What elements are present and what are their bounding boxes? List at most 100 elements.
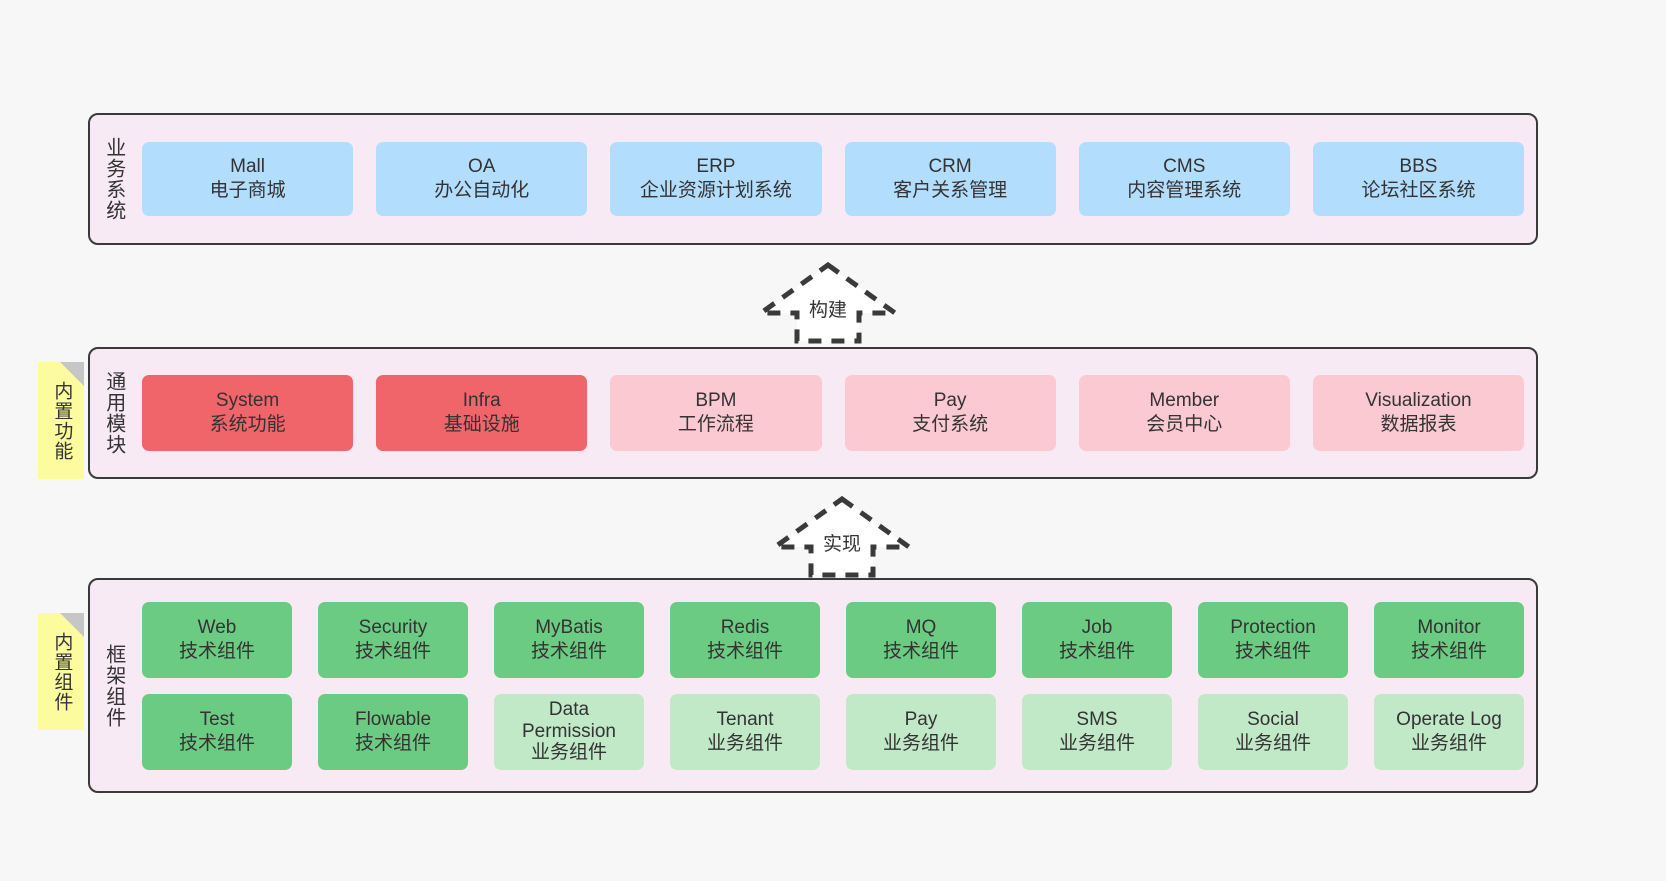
card-erp-en: ERP [696,156,736,178]
card-security[interactable]: Security 技术组件 [318,601,468,678]
card-test-en: Test [199,708,235,730]
card-pay-component[interactable]: Pay 业务组件 [846,693,996,770]
card-oa[interactable]: OA 办公自动化 [376,142,588,216]
card-job[interactable]: Job 技术组件 [1022,601,1172,678]
card-infra[interactable]: Infra 基础设施 [376,375,588,451]
card-redis[interactable]: Redis 技术组件 [670,601,820,678]
card-data-permission[interactable]: Data Permission 业务组件 [494,693,644,770]
arrow-implement: 实现 [767,495,917,578]
sticky-note-builtin-components: 内置组件 [38,613,84,730]
common-card-row: System 系统功能 Infra 基础设施 BPM 工作流程 Pay 支付系统… [142,375,1525,451]
card-visualization-en: Visualization [1365,390,1472,412]
card-erp[interactable]: ERP 企业资源计划系统 [610,142,822,216]
card-member[interactable]: Member 会员中心 [1078,375,1290,451]
card-social-cn: 业务组件 [1234,732,1311,754]
card-crm[interactable]: CRM 客户关系管理 [844,142,1056,216]
layer-business-system-body: Mall 电子商城 OA 办公自动化 ERP 企业资源计划系统 CRM 客户关系… [136,115,1536,243]
card-bpm-cn: 工作流程 [677,414,754,435]
card-pay-module[interactable]: Pay 支付系统 [844,375,1056,451]
card-system-en: System [215,390,280,412]
layer-business-system: 业务系统 Mall 电子商城 OA 办公自动化 ERP 企业资源计划系统 CRM [88,113,1538,245]
framework-biz-row: Test 技术组件 Flowable 技术组件 Data Permission … [142,693,1524,770]
card-tenant-cn: 业务组件 [706,732,783,754]
card-visualization-cn: 数据报表 [1380,414,1457,435]
card-cms-en: CMS [1163,156,1206,178]
card-job-en: Job [1081,616,1113,638]
card-member-cn: 会员中心 [1146,414,1223,435]
layer-common-module: 通用模块 System 系统功能 Infra 基础设施 BPM 工作流程 Pay [88,347,1538,479]
card-mybatis-cn: 技术组件 [530,640,607,662]
card-test[interactable]: Test 技术组件 [142,693,292,770]
card-cms-cn: 内容管理系统 [1127,180,1242,201]
card-mq-cn: 技术组件 [882,640,959,662]
sticky-note-builtin-features-label: 内置功能 [51,380,73,461]
card-infra-en: Infra [462,390,501,412]
framework-tech-row: Web 技术组件 Security 技术组件 MyBatis 技术组件 Redi… [142,601,1524,678]
card-infra-cn: 基础设施 [443,414,520,435]
card-web-en: Web [197,616,237,638]
sticky-fold-icon [60,613,84,637]
card-web-cn: 技术组件 [178,640,255,662]
card-member-en: Member [1149,390,1220,412]
card-oa-cn: 办公自动化 [434,180,530,201]
layer-common-module-body: System 系统功能 Infra 基础设施 BPM 工作流程 Pay 支付系统… [136,349,1536,477]
card-mall-en: Mall [230,156,265,178]
layer-business-system-title: 业务系统 [102,137,125,221]
card-tenant-en: Tenant [716,708,774,730]
card-pay-module-en: Pay [933,390,967,412]
card-pay-component-en: Pay [904,708,938,730]
sticky-note-builtin-features: 内置功能 [38,362,84,479]
card-web[interactable]: Web 技术组件 [142,601,292,678]
card-monitor[interactable]: Monitor 技术组件 [1374,601,1524,678]
card-monitor-en: Monitor [1417,616,1481,638]
card-mall[interactable]: Mall 电子商城 [142,142,354,216]
arrow-build: 构建 [753,261,903,344]
card-cms[interactable]: CMS 内容管理系统 [1078,142,1290,216]
card-job-cn: 技术组件 [1058,640,1135,662]
card-bbs-cn: 论坛社区系统 [1361,180,1476,201]
card-test-cn: 技术组件 [178,732,255,754]
card-bpm-en: BPM [695,390,737,412]
card-data-permission-en: Data Permission [522,698,616,742]
card-monitor-cn: 技术组件 [1410,640,1487,662]
card-flowable[interactable]: Flowable 技术组件 [318,693,468,770]
card-crm-cn: 客户关系管理 [893,180,1008,201]
card-crm-en: CRM [928,156,972,178]
arrow-build-label: 构建 [809,300,848,321]
card-protection[interactable]: Protection 技术组件 [1198,601,1348,678]
arrow-implement-label: 实现 [823,534,862,555]
card-sms[interactable]: SMS 业务组件 [1022,693,1172,770]
card-sms-cn: 业务组件 [1058,732,1135,754]
card-security-cn: 技术组件 [354,640,431,662]
card-protection-en: Protection [1230,616,1316,638]
card-sms-en: SMS [1076,708,1118,730]
card-tenant[interactable]: Tenant 业务组件 [670,693,820,770]
card-flowable-cn: 技术组件 [354,732,431,754]
card-pay-component-cn: 业务组件 [882,732,959,754]
card-protection-cn: 技术组件 [1234,640,1311,662]
card-flowable-en: Flowable [354,708,432,730]
card-operate-log-cn: 业务组件 [1410,732,1487,754]
business-card-row: Mall 电子商城 OA 办公自动化 ERP 企业资源计划系统 CRM 客户关系… [142,142,1525,216]
card-redis-en: Redis [720,616,770,638]
card-bbs-en: BBS [1399,156,1438,178]
card-social-en: Social [1247,708,1299,730]
sticky-note-builtin-components-label: 内置组件 [51,631,73,712]
card-mq[interactable]: MQ 技术组件 [846,601,996,678]
layer-framework-component-title: 框架组件 [102,643,125,728]
card-mybatis[interactable]: MyBatis 技术组件 [494,601,644,678]
card-operate-log-en: Operate Log [1396,708,1502,730]
card-bbs[interactable]: BBS 论坛社区系统 [1312,142,1525,216]
card-social[interactable]: Social 业务组件 [1198,693,1348,770]
card-security-en: Security [358,616,428,638]
card-system[interactable]: System 系统功能 [142,375,354,451]
card-visualization[interactable]: Visualization 数据报表 [1312,375,1525,451]
card-mq-en: MQ [905,616,937,638]
card-redis-cn: 技术组件 [706,640,783,662]
card-pay-module-cn: 支付系统 [912,414,989,435]
card-mybatis-en: MyBatis [535,616,603,638]
card-bpm[interactable]: BPM 工作流程 [610,375,822,451]
card-operate-log[interactable]: Operate Log 业务组件 [1374,693,1524,770]
card-oa-en: OA [468,156,496,178]
